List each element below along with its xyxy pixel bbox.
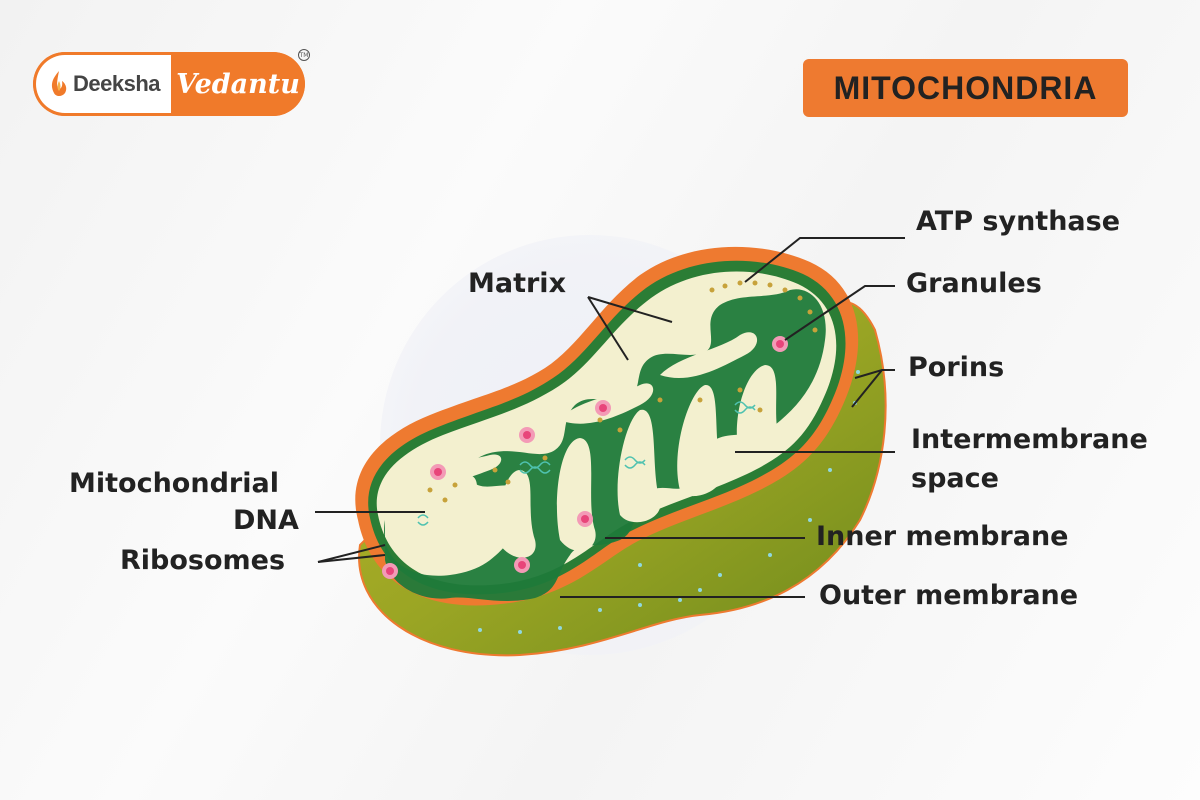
label-intermembrane: Intermembrane: [911, 424, 1148, 455]
label-outer-membrane: Outer membrane: [819, 580, 1079, 611]
label-porins: Porins: [908, 352, 1005, 383]
label-granules: Granules: [906, 268, 1042, 299]
brand-deeksha: Deeksha: [73, 71, 161, 96]
title-badge: MITOCHONDRIA: [803, 59, 1128, 117]
logo-left: Deeksha: [33, 52, 171, 116]
atp-synthase-dots: [427, 280, 818, 503]
leader-lines: [315, 237, 905, 598]
brand-logo: Deeksha Vedantu: [33, 52, 305, 116]
page-title: MITOCHONDRIA: [833, 69, 1098, 106]
brand-vedantu: Vedantu: [176, 68, 300, 100]
label-mitochondrial: Mitochondrial: [69, 468, 279, 499]
trademark-icon: TM: [298, 49, 310, 61]
flame-icon: [51, 71, 67, 96]
label-atp-synthase: ATP synthase: [916, 206, 1121, 237]
label-dna: DNA: [233, 505, 299, 536]
granules: [382, 336, 788, 579]
dna-strands: [417, 401, 756, 526]
label-intermembrane-space: space: [911, 463, 999, 494]
label-ribosomes: Ribosomes: [120, 545, 286, 576]
label-matrix: Matrix: [468, 268, 566, 299]
label-inner-membrane: Inner membrane: [816, 521, 1069, 552]
logo-right: Vedantu: [171, 52, 305, 116]
porin-dots: [478, 370, 860, 634]
cristae-gaps: [420, 332, 781, 558]
